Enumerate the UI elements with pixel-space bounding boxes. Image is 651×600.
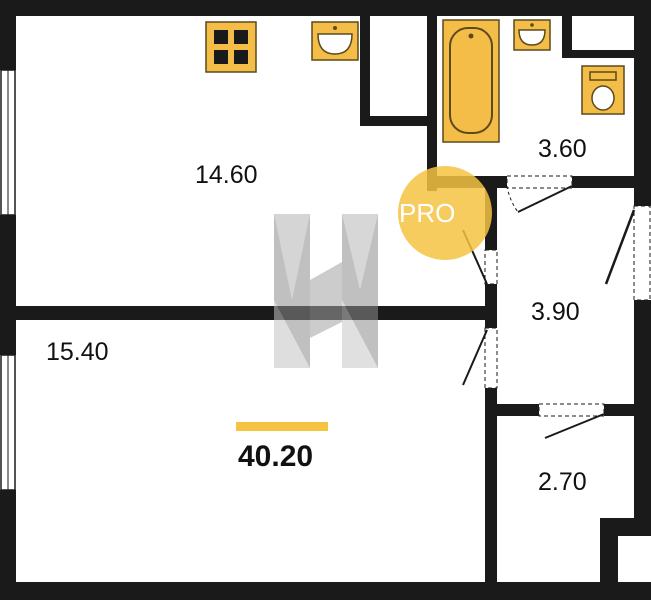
pro-badge-text: PRO [399,198,456,228]
wall-hall-left-middle [485,284,497,328]
door-entrance[interactable] [604,205,651,301]
wall-toilet-box-bottom [562,50,642,58]
kitchen-sink-icon [311,21,359,61]
door-storage[interactable] [538,403,605,439]
room-area-hall: 3.90 [531,298,580,326]
wall-toilet-box-left [562,16,572,58]
window-left-upper [0,69,16,216]
bathtub-icon [442,19,500,143]
total-area: 40.20 [238,440,314,473]
stove-icon [205,21,257,73]
bath-sink-icon [513,19,551,51]
wall-top [0,0,651,16]
wall-shaft-right [427,16,437,191]
room-area-bathroom: 3.60 [538,135,587,163]
wall-right-lower [600,518,618,600]
toilet-icon [581,65,625,115]
wall-hall-left-lower [485,388,497,588]
room-area-kitchen: 14.60 [195,161,258,189]
wall-left-lower [0,490,16,600]
wall-left-upper [0,0,16,70]
window-left-lower [0,354,16,491]
wall-left-middle [0,215,16,355]
wall-storage-top-right [604,404,638,416]
logo-watermark [274,214,378,368]
pro-badge [398,166,492,260]
door-living[interactable] [462,327,498,389]
room-area-living: 15.40 [46,338,109,366]
wall-kitchen-living [16,306,496,320]
door-bathroom[interactable] [506,175,573,213]
wall-bath-bottom-right [572,176,642,188]
wall-right-middle [634,300,651,520]
wall-shaft-bottom [360,116,432,126]
wall-storage-top-left [497,404,539,416]
room-area-storage: 2.70 [538,468,587,496]
total-area-accent [236,422,328,431]
wall-shaft-left [360,16,370,126]
wall-bottom [0,582,651,600]
wall-right-upper [634,0,651,206]
